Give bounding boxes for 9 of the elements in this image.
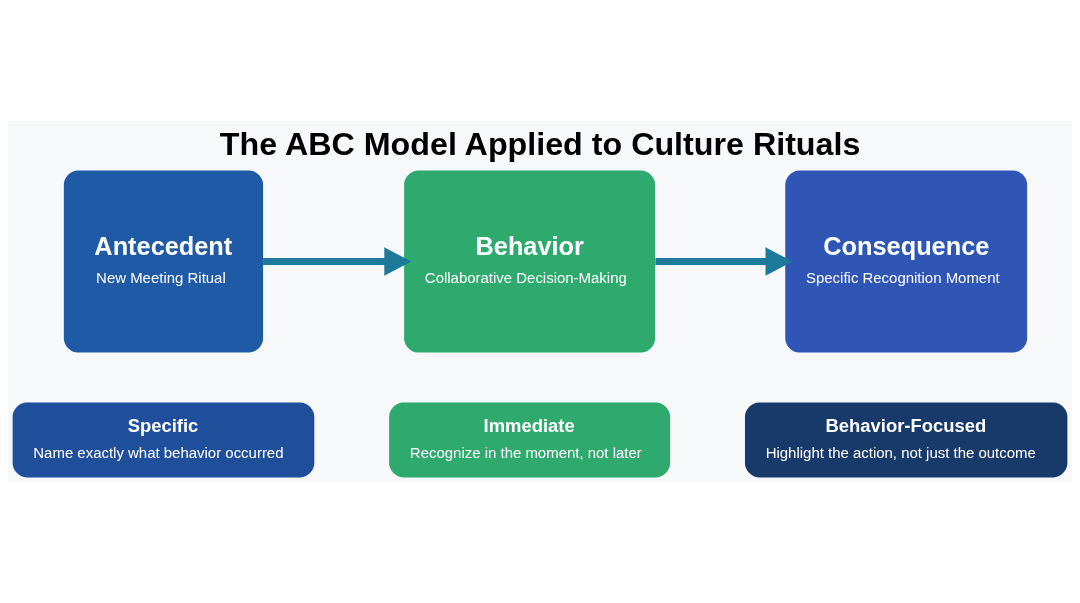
arrow	[263, 247, 412, 276]
node-box: Antecedent New Meeting Ritual	[63, 170, 264, 353]
node-box: Immediate Recognize in the moment, not later	[389, 402, 671, 478]
node-box: Behavior-Focused Highlight the action, not just the outcome	[744, 402, 1068, 478]
arrow	[655, 247, 793, 276]
node-box: Specific Name exactly what behavior occurred	[12, 402, 315, 478]
node-box: Consequence Specific Recognition Moment	[785, 170, 1028, 353]
node-box: Behavior Collaborative Decision-Making	[404, 170, 656, 353]
diagram-title: The ABC Model Applied to Culture Rituals	[219, 125, 861, 162]
